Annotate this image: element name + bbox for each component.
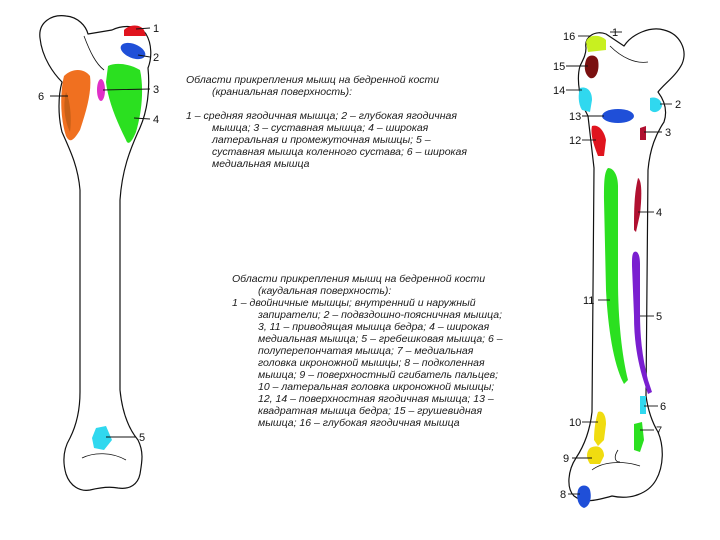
caption-caudal-line: 3, 11 – приводящая мышца бедра; 4 – широ…: [232, 321, 542, 333]
label-number: 5: [139, 432, 145, 444]
caption-caudal-subtitle: (каудальная поверхность):: [232, 285, 542, 297]
area-6-semimembranosus: [640, 396, 646, 414]
label-number: 16: [563, 31, 575, 43]
caption-caudal: Области прикрепления мышц на бедренной к…: [232, 273, 542, 429]
caption-caudal-line: запиратели; 2 – подвздошно-поясничная мы…: [232, 309, 542, 321]
label-number: 15: [553, 61, 565, 73]
caption-cranial-line: медиальная мышца: [186, 158, 516, 170]
label-number: 6: [660, 401, 666, 413]
caption-cranial-line: мышца; 3 – суставная мышца; 4 – широкая: [186, 122, 516, 134]
label-number: 4: [153, 114, 159, 126]
area-3-adductor: [640, 126, 646, 140]
caption-caudal-line: медиальная мышца; 5 – гребешковая мышца;…: [232, 333, 542, 345]
label-number: 9: [563, 453, 569, 465]
label-number: 3: [153, 84, 159, 96]
area-13-quadratus: [602, 109, 634, 123]
area-8-popliteus: [577, 486, 591, 509]
label-number: 6: [38, 91, 44, 103]
caption-cranial-line: 1 – средняя ягодичная мышца; 2 – глубока…: [186, 110, 516, 122]
label-number: 2: [675, 99, 681, 111]
label-number: 7: [656, 425, 662, 437]
caption-caudal-line: 12, 14 – поверхностная ягодичная мышца; …: [232, 393, 542, 405]
femur-cranial: 1 2 3 4 5 6: [38, 16, 159, 491]
label-number: 12: [569, 135, 581, 147]
caption-caudal-line: квадратная мышца бедра; 15 – грушевидная: [232, 405, 542, 417]
label-number: 2: [153, 52, 159, 64]
caption-cranial-line: суставная мышца коленного сустава; 6 – ш…: [186, 146, 516, 158]
caption-caudal-line: полуперепончатая мышца; 7 – медиальная: [232, 345, 542, 357]
label-number: 1: [612, 27, 618, 39]
label-number: 14: [553, 85, 565, 97]
label-number: 3: [665, 127, 671, 139]
caption-caudal-line: мышца; 16 – глубокая ягодичная мышца: [232, 417, 542, 429]
label-number: 5: [656, 311, 662, 323]
label-number: 1: [153, 23, 159, 35]
area-16-deep-gluteal: [586, 36, 606, 52]
caption-cranial-title: Области прикрепления мышц на бедренной к…: [186, 74, 516, 86]
label-number: 8: [560, 489, 566, 501]
caption-cranial: Области прикрепления мышц на бедренной к…: [186, 74, 516, 170]
caption-caudal-line: головка икроножной мышцы; 8 – подколенна…: [232, 357, 542, 369]
label-number: 10: [569, 417, 581, 429]
femur-caudal: 1 2 3 4 5 6 7 8 9 10 11 12 13 14 15 16: [553, 27, 684, 508]
caption-cranial-line: латеральная и промежуточная мышцы; 5 –: [186, 134, 516, 146]
label-number: 13: [569, 111, 581, 123]
caption-caudal-line: 1 – двойничные мышцы; внутренний и наруж…: [232, 297, 542, 309]
label-number: 4: [656, 207, 662, 219]
caption-cranial-subtitle: (краниальная поверхность):: [186, 86, 516, 98]
caption-caudal-line: 10 – латеральная головка икроножной мышц…: [232, 381, 542, 393]
caption-caudal-line: мышца; 9 – поверхностный сгибатель пальц…: [232, 369, 542, 381]
label-number: 11: [583, 295, 594, 307]
caption-caudal-title: Области прикрепления мышц на бедренной к…: [232, 273, 542, 285]
